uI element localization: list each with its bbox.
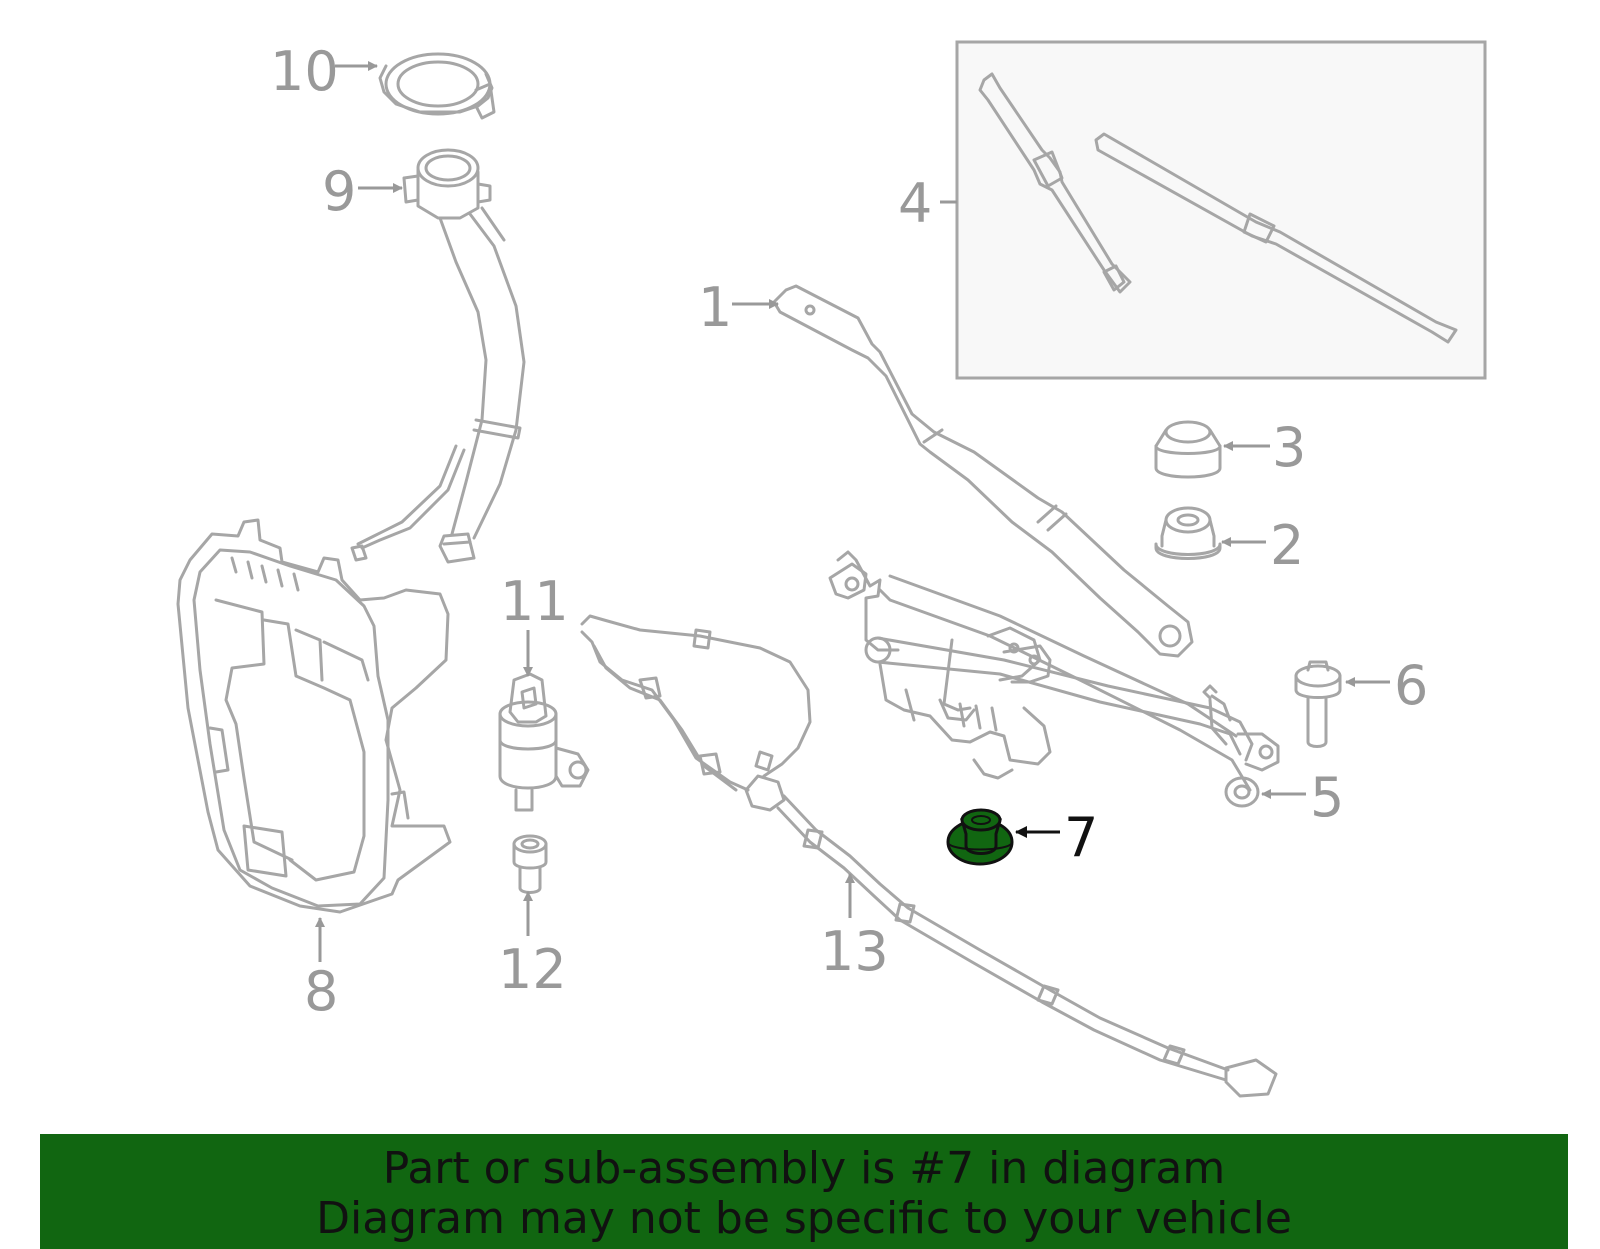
part-8-washer-reservoir	[176, 518, 452, 914]
callout-labels: 10 9 4 1 3 2 6 5 7 8 11 12 13	[270, 40, 1428, 1023]
part-7-nut-highlighted[interactable]	[946, 808, 1014, 866]
callout-2: 2	[1270, 514, 1304, 577]
callout-6: 6	[1394, 654, 1428, 717]
leader-lines	[315, 61, 1390, 962]
callout-3: 3	[1272, 416, 1306, 479]
part-10-reservoir-cap	[378, 52, 496, 120]
part-2-arm-nut	[1154, 506, 1222, 560]
part-12-pump-grommet	[512, 834, 548, 894]
callout-9: 9	[322, 160, 356, 223]
part-3-arm-cap	[1154, 420, 1222, 479]
part-13-washer-hose	[580, 614, 1278, 1098]
callout-5: 5	[1310, 766, 1344, 829]
callout-8: 8	[304, 960, 338, 1023]
part-5-wiper-linkage	[828, 550, 1280, 808]
callout-1: 1	[698, 276, 732, 339]
callout-10: 10	[270, 40, 339, 103]
info-banner: Part or sub-assembly is #7 in diagram Di…	[40, 1134, 1568, 1249]
callout-12: 12	[498, 938, 567, 1001]
part-11-washer-pump	[498, 672, 590, 812]
part-6-bolt	[1294, 660, 1342, 748]
part-9-filler-neck	[350, 148, 526, 564]
callout-11: 11	[500, 570, 569, 633]
part-1-wiper-arm	[772, 284, 1194, 658]
callout-7: 7	[1064, 806, 1098, 869]
part-4-wiper-blades	[955, 40, 1487, 380]
callout-4: 4	[898, 172, 932, 235]
banner-line-1: Part or sub-assembly is #7 in diagram	[382, 1143, 1226, 1194]
callout-13: 13	[820, 920, 889, 983]
banner-line-2: Diagram may not be specific to your vehi…	[316, 1193, 1292, 1244]
